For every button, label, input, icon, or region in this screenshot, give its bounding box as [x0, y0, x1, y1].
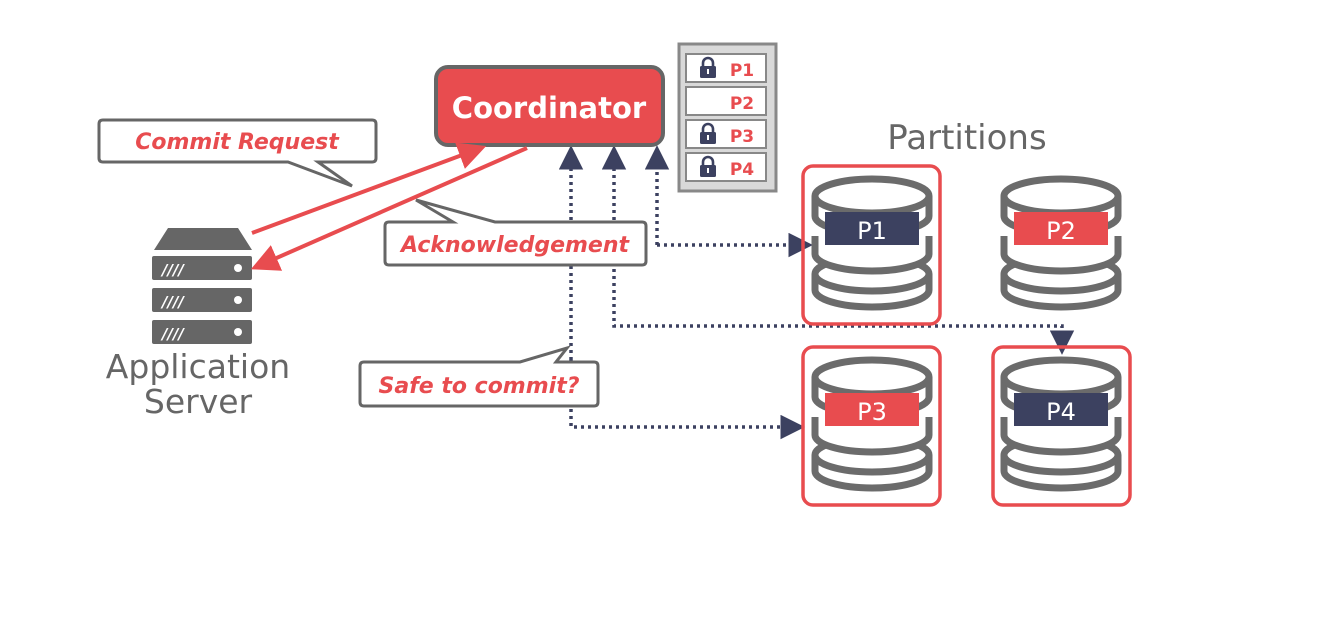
- partition-band: [1014, 212, 1108, 245]
- lock-row-p4: P4: [685, 152, 767, 182]
- connector-to-p4: [612, 255, 1075, 355]
- red-arrows: [250, 142, 528, 271]
- callout-text: Acknowledgement: [399, 233, 631, 258]
- callout-commit-request: Commit Request: [97, 118, 378, 188]
- server-label-line1: Application: [106, 347, 290, 386]
- partition-band: [1014, 393, 1108, 426]
- callout-text: Commit Request: [135, 130, 340, 155]
- partition-p2: P2: [1004, 179, 1118, 307]
- lock-row-p1: P1: [685, 53, 767, 83]
- server-label-line2: Server: [144, 382, 253, 421]
- callout-acknowledgement: Acknowledgement: [383, 198, 648, 267]
- partition-band: [825, 393, 919, 426]
- lock-row-label: P4: [730, 160, 754, 180]
- lock-row-label: P1: [730, 61, 754, 81]
- lock-row-label: P3: [730, 127, 754, 147]
- partition-label: P2: [1046, 217, 1076, 245]
- partition-label: P3: [857, 398, 887, 426]
- partition-p1: P1: [801, 164, 942, 326]
- partition-p4: P4: [991, 345, 1132, 507]
- partitions-title: Partitions: [887, 118, 1046, 158]
- server-icon: //// //// ////: [152, 228, 252, 344]
- svg-text:////: ////: [160, 261, 185, 279]
- lock-row-label: P2: [730, 94, 754, 114]
- acknowledgement-arrow: [250, 146, 528, 271]
- svg-text:////: ////: [160, 325, 185, 343]
- application-server: //// //// //// Application Server: [106, 228, 290, 421]
- partition-band: [825, 212, 919, 245]
- partition-p3: P3: [801, 345, 942, 507]
- partition-label: P4: [1046, 398, 1076, 426]
- lock-table: P1 P2 P3 P4: [677, 42, 778, 193]
- coordinator-label: Coordinator: [452, 91, 647, 125]
- lock-row-p3: P3: [685, 119, 767, 149]
- callout-text: Safe to commit?: [379, 374, 580, 399]
- lock-row-p2: P2: [685, 86, 767, 116]
- partition-label: P1: [857, 217, 887, 245]
- commit-request-arrow: [251, 142, 487, 235]
- callout-safe-to-commit: Safe to commit?: [358, 345, 600, 408]
- svg-text:////: ////: [160, 293, 185, 311]
- connector-to-p3: [569, 360, 805, 440]
- coordinator-node: Coordinator: [434, 65, 665, 147]
